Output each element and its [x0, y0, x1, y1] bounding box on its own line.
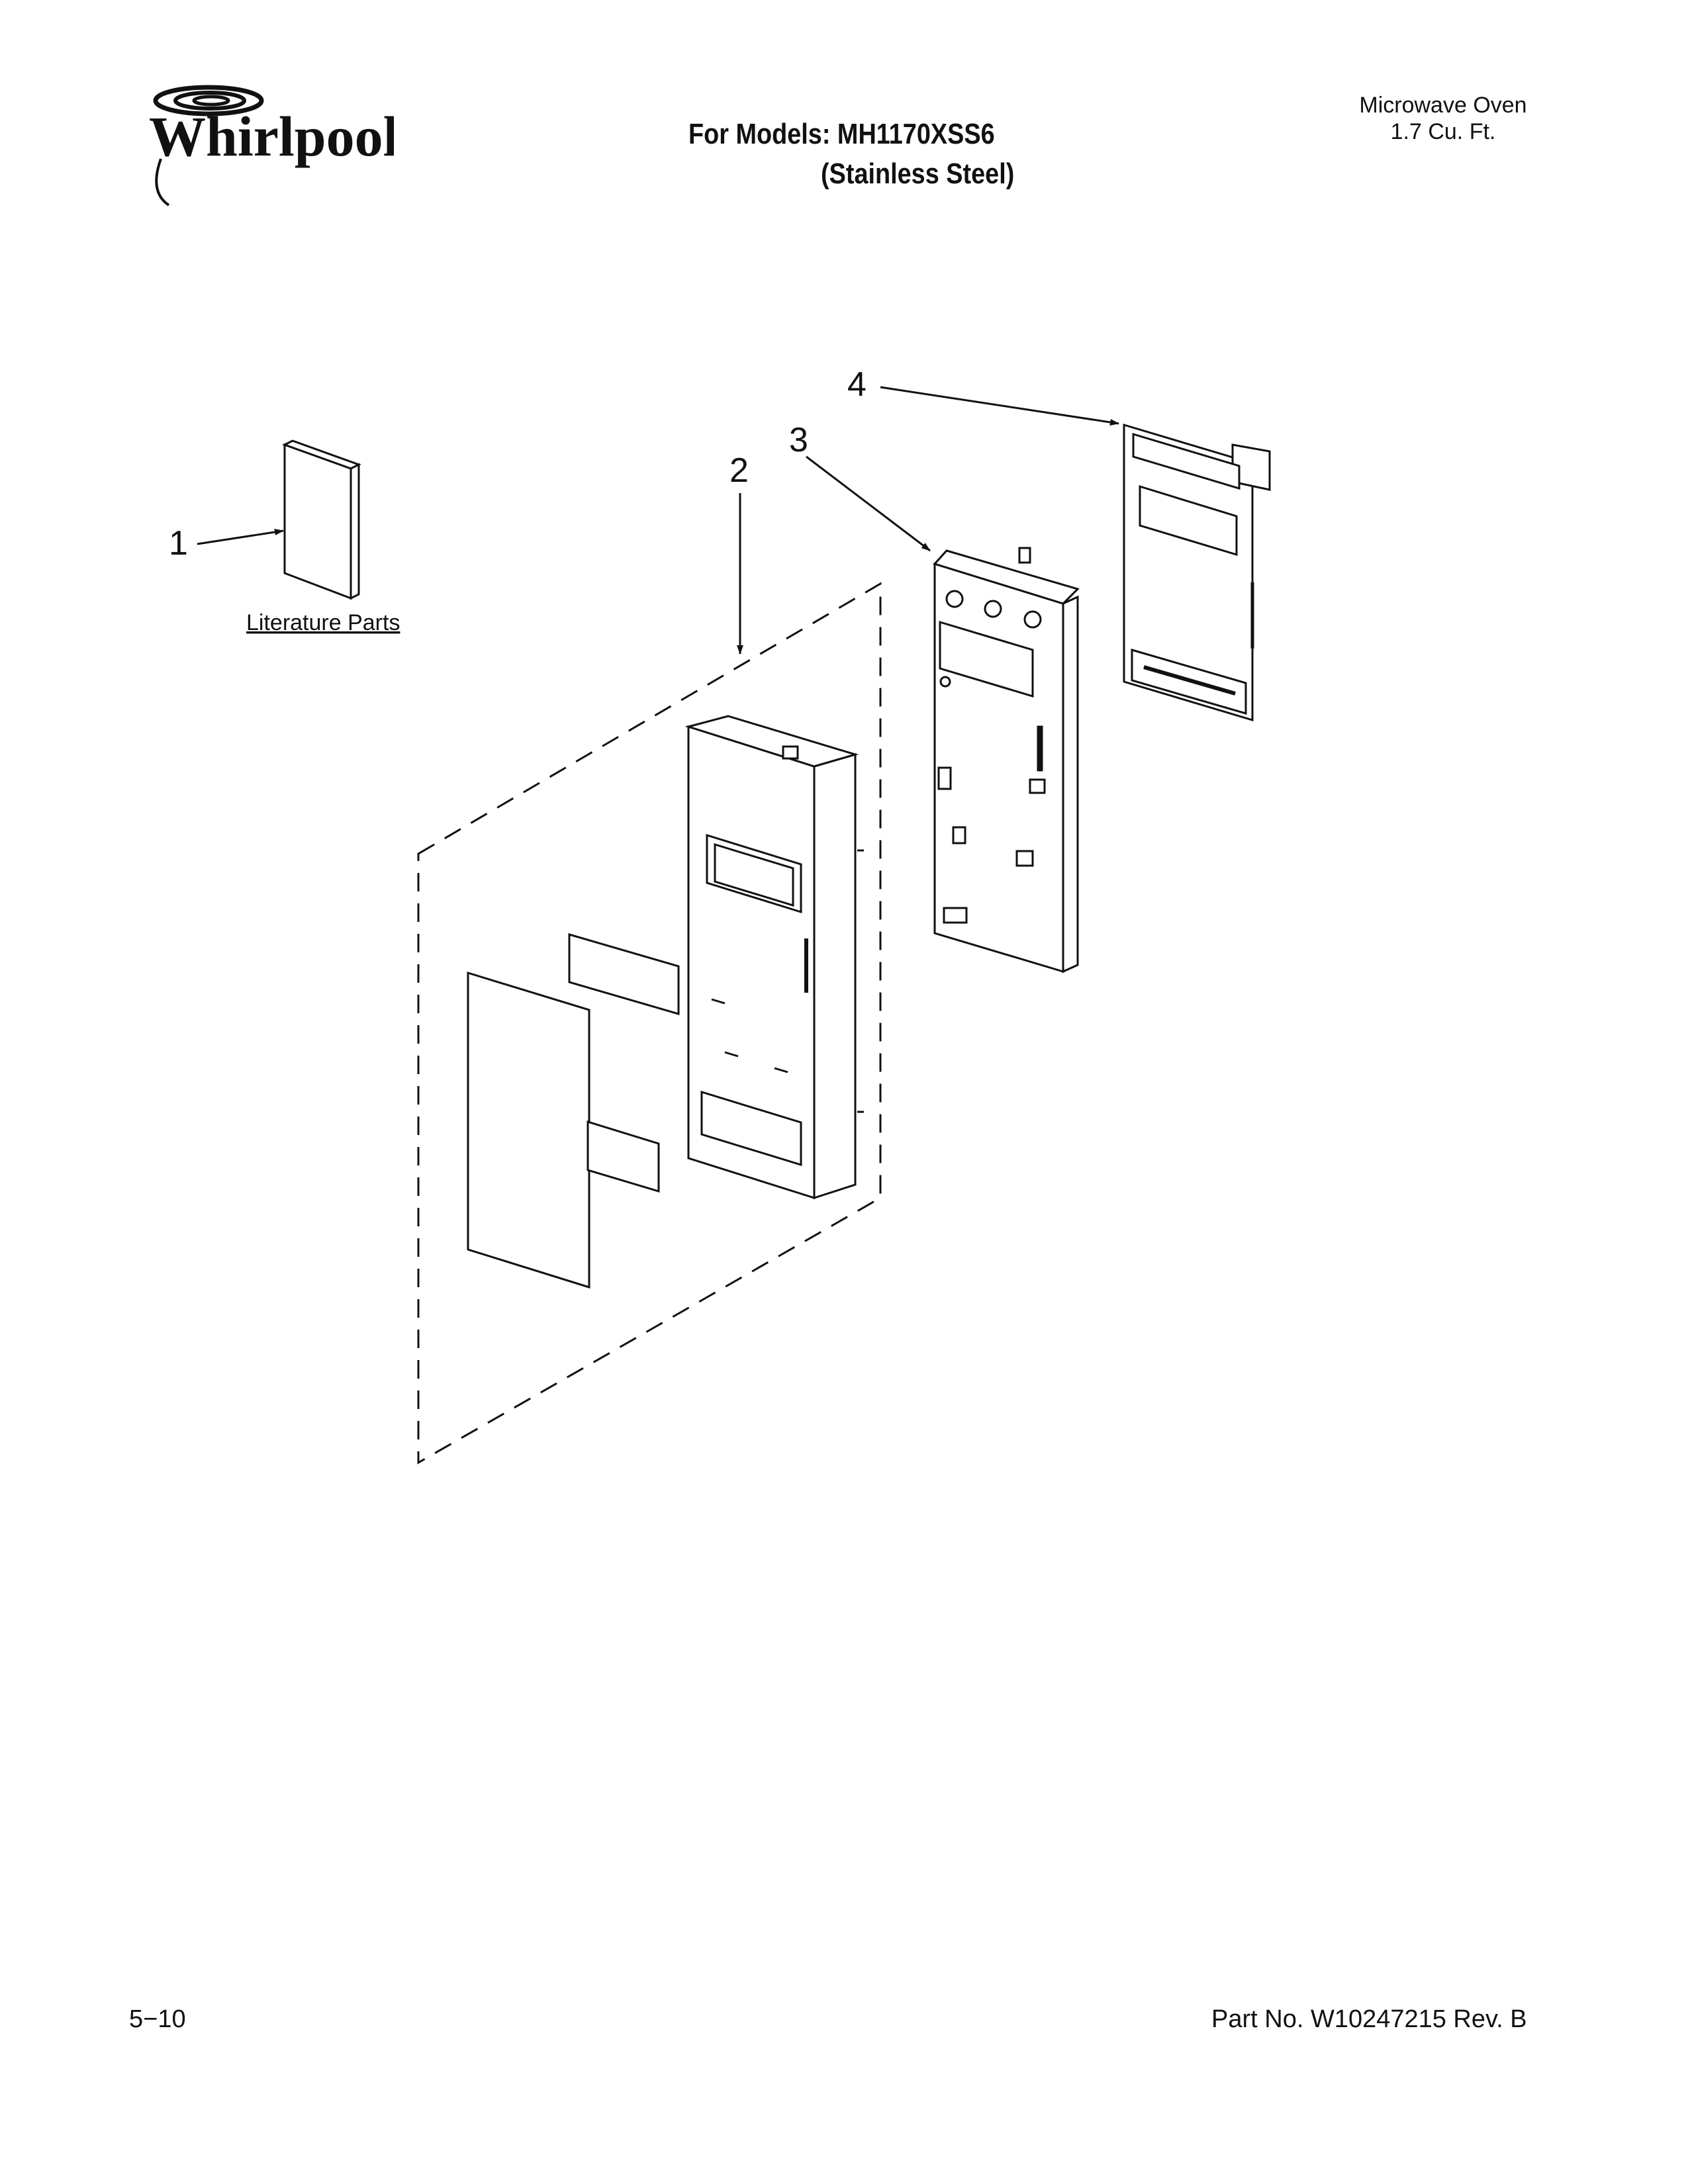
logo-swash	[155, 158, 170, 206]
logo-wordmark: Whirlpool	[149, 105, 394, 168]
callout-3: 3	[789, 421, 808, 459]
part-2-overlay-film	[467, 971, 590, 1289]
literature-parts-label: Literature Parts	[246, 610, 400, 635]
callout-4-leader	[880, 386, 1119, 426]
part-number: Part No. W10247215 Rev. B	[1211, 2005, 1527, 2033]
callout-1: 1	[169, 524, 188, 563]
part-4-electronic-control	[1123, 423, 1271, 722]
callout-1-leader	[197, 529, 284, 545]
callout-2: 2	[729, 451, 749, 490]
callout-4: 4	[847, 365, 867, 404]
whirlpool-logo: Whirlpool	[149, 85, 394, 206]
product-name: Microwave Oven	[1359, 93, 1527, 118]
finish-subtitle: (Stainless Steel)	[821, 158, 1015, 190]
part-2-control-panel	[684, 715, 864, 1200]
product-capacity: 1.7 Cu. Ft.	[1390, 119, 1496, 144]
part-2-label-plate	[586, 1120, 660, 1193]
callout-3-leader	[806, 455, 931, 552]
swirl-icon	[153, 85, 264, 116]
part-2-display-window	[568, 933, 680, 1015]
part-3-control-bracket	[933, 547, 1080, 974]
date-code: 5−10	[129, 2005, 186, 2033]
models-title: For Models: MH1170XSS6	[688, 118, 995, 150]
part-1-literature-booklet	[282, 439, 361, 600]
